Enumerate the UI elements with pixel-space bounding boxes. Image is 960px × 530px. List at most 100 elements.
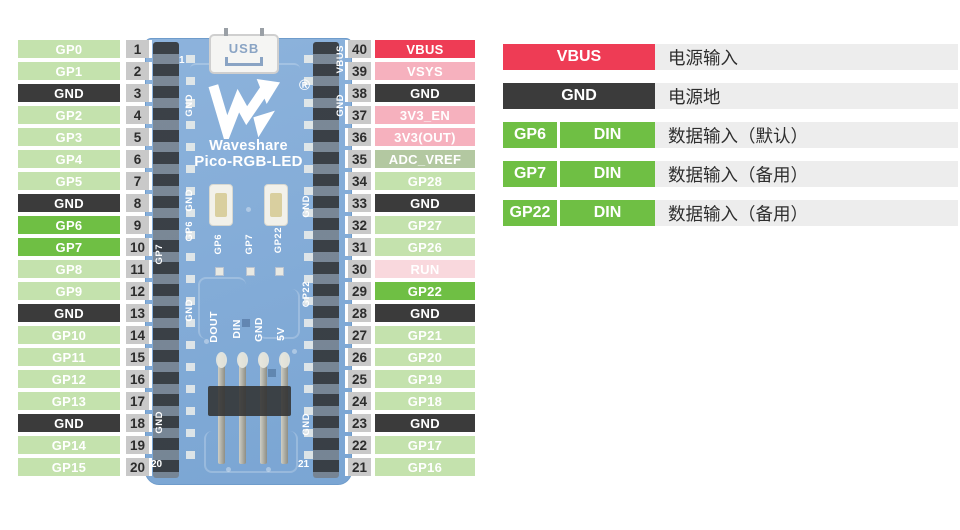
pcb-via — [204, 339, 209, 344]
pin-row: GP0 1 — [18, 40, 149, 58]
pin-label: GP27 — [375, 216, 475, 234]
pin-label: GP5 — [18, 172, 120, 190]
pin-number: 40 — [348, 40, 371, 58]
pcb-via — [226, 467, 231, 472]
pin-number: 28 — [348, 304, 371, 322]
pin-row: GP13 17 — [18, 392, 149, 410]
pin-label: GP11 — [18, 348, 120, 366]
right-pin-header-strip — [313, 42, 339, 478]
pin-number: 33 — [348, 194, 371, 212]
legend-pin-cell: DIN — [560, 161, 655, 187]
pin-number: 1 — [126, 40, 149, 58]
pin-number: 30 — [348, 260, 371, 278]
pcb-pad — [242, 319, 250, 327]
pin-number: 21 — [348, 458, 371, 476]
pin-number: 17 — [126, 392, 149, 410]
silk-gp22: GP22 — [301, 281, 312, 308]
jumper-pad — [215, 267, 224, 276]
pin-number: 16 — [126, 370, 149, 388]
silk-gp7: GP7 — [154, 244, 165, 265]
logo-w-arrow — [208, 79, 280, 147]
pin-label: 3V3(OUT) — [375, 128, 475, 146]
pin-number: 2 — [126, 62, 149, 80]
pin-label: GP15 — [18, 458, 120, 476]
legend-pin-cell: VBUS — [503, 44, 655, 70]
pin-number: 12 — [126, 282, 149, 300]
silk-gnd: GND — [184, 94, 195, 117]
pin-label: ADC_VREF — [375, 150, 475, 168]
pin-label: RUN — [375, 260, 475, 278]
header-plastic-block — [208, 386, 291, 416]
pin-label: GP9 — [18, 282, 120, 300]
model-text: Pico-RGB-LED — [194, 153, 303, 170]
pin-label: GND — [375, 194, 475, 212]
pcb-trace — [258, 289, 300, 339]
pin-label: GP0 — [18, 40, 120, 58]
pin-label: GP16 — [375, 458, 475, 476]
pin-number: 15 — [126, 348, 149, 366]
usb-connector-icon: USB — [209, 28, 279, 74]
legend-description: 电源地 — [655, 83, 958, 109]
legend-description: 电源输入 — [655, 44, 958, 70]
jumper-pad — [246, 267, 255, 276]
legend-description: 数据输入（备用） — [655, 161, 958, 187]
pin-label: GND — [18, 414, 120, 432]
pcb-trace — [198, 277, 246, 339]
pin-number: 26 — [348, 348, 371, 366]
pin-number: 9 — [126, 216, 149, 234]
pcb-pad — [268, 369, 276, 377]
pin-number: 37 — [348, 106, 371, 124]
legend-description: 数据输入（默认） — [655, 122, 958, 148]
waveshare-logo-icon: ® — [206, 77, 310, 147]
pin-label: GND — [18, 304, 120, 322]
pin-number: 13 — [126, 304, 149, 322]
pin-number: 35 — [348, 150, 371, 168]
brand-text: Waveshare — [209, 138, 288, 154]
pin-number: 31 — [348, 238, 371, 256]
pin-label: GP21 — [375, 326, 475, 344]
pin-label: GP14 — [18, 436, 120, 454]
pin-label: GND — [375, 304, 475, 322]
pin-label: GP4 — [18, 150, 120, 168]
silk-pin21: 21 — [298, 459, 310, 470]
silk-gnd: GND — [335, 94, 346, 117]
pin-number: 4 — [126, 106, 149, 124]
jumper-pad — [275, 267, 284, 276]
pcb-trace — [204, 431, 298, 473]
pin-label: GP17 — [375, 436, 475, 454]
pin-number: 25 — [348, 370, 371, 388]
legend-pin-cell: GP22 — [503, 200, 557, 226]
pin-number: 27 — [348, 326, 371, 344]
pin-number: 24 — [348, 392, 371, 410]
pin-label: GP10 — [18, 326, 120, 344]
usb-bracket-icon — [225, 57, 263, 66]
silk-gnd: GND — [301, 195, 312, 218]
pin-label: GP13 — [18, 392, 120, 410]
pin-number: 23 — [348, 414, 371, 432]
